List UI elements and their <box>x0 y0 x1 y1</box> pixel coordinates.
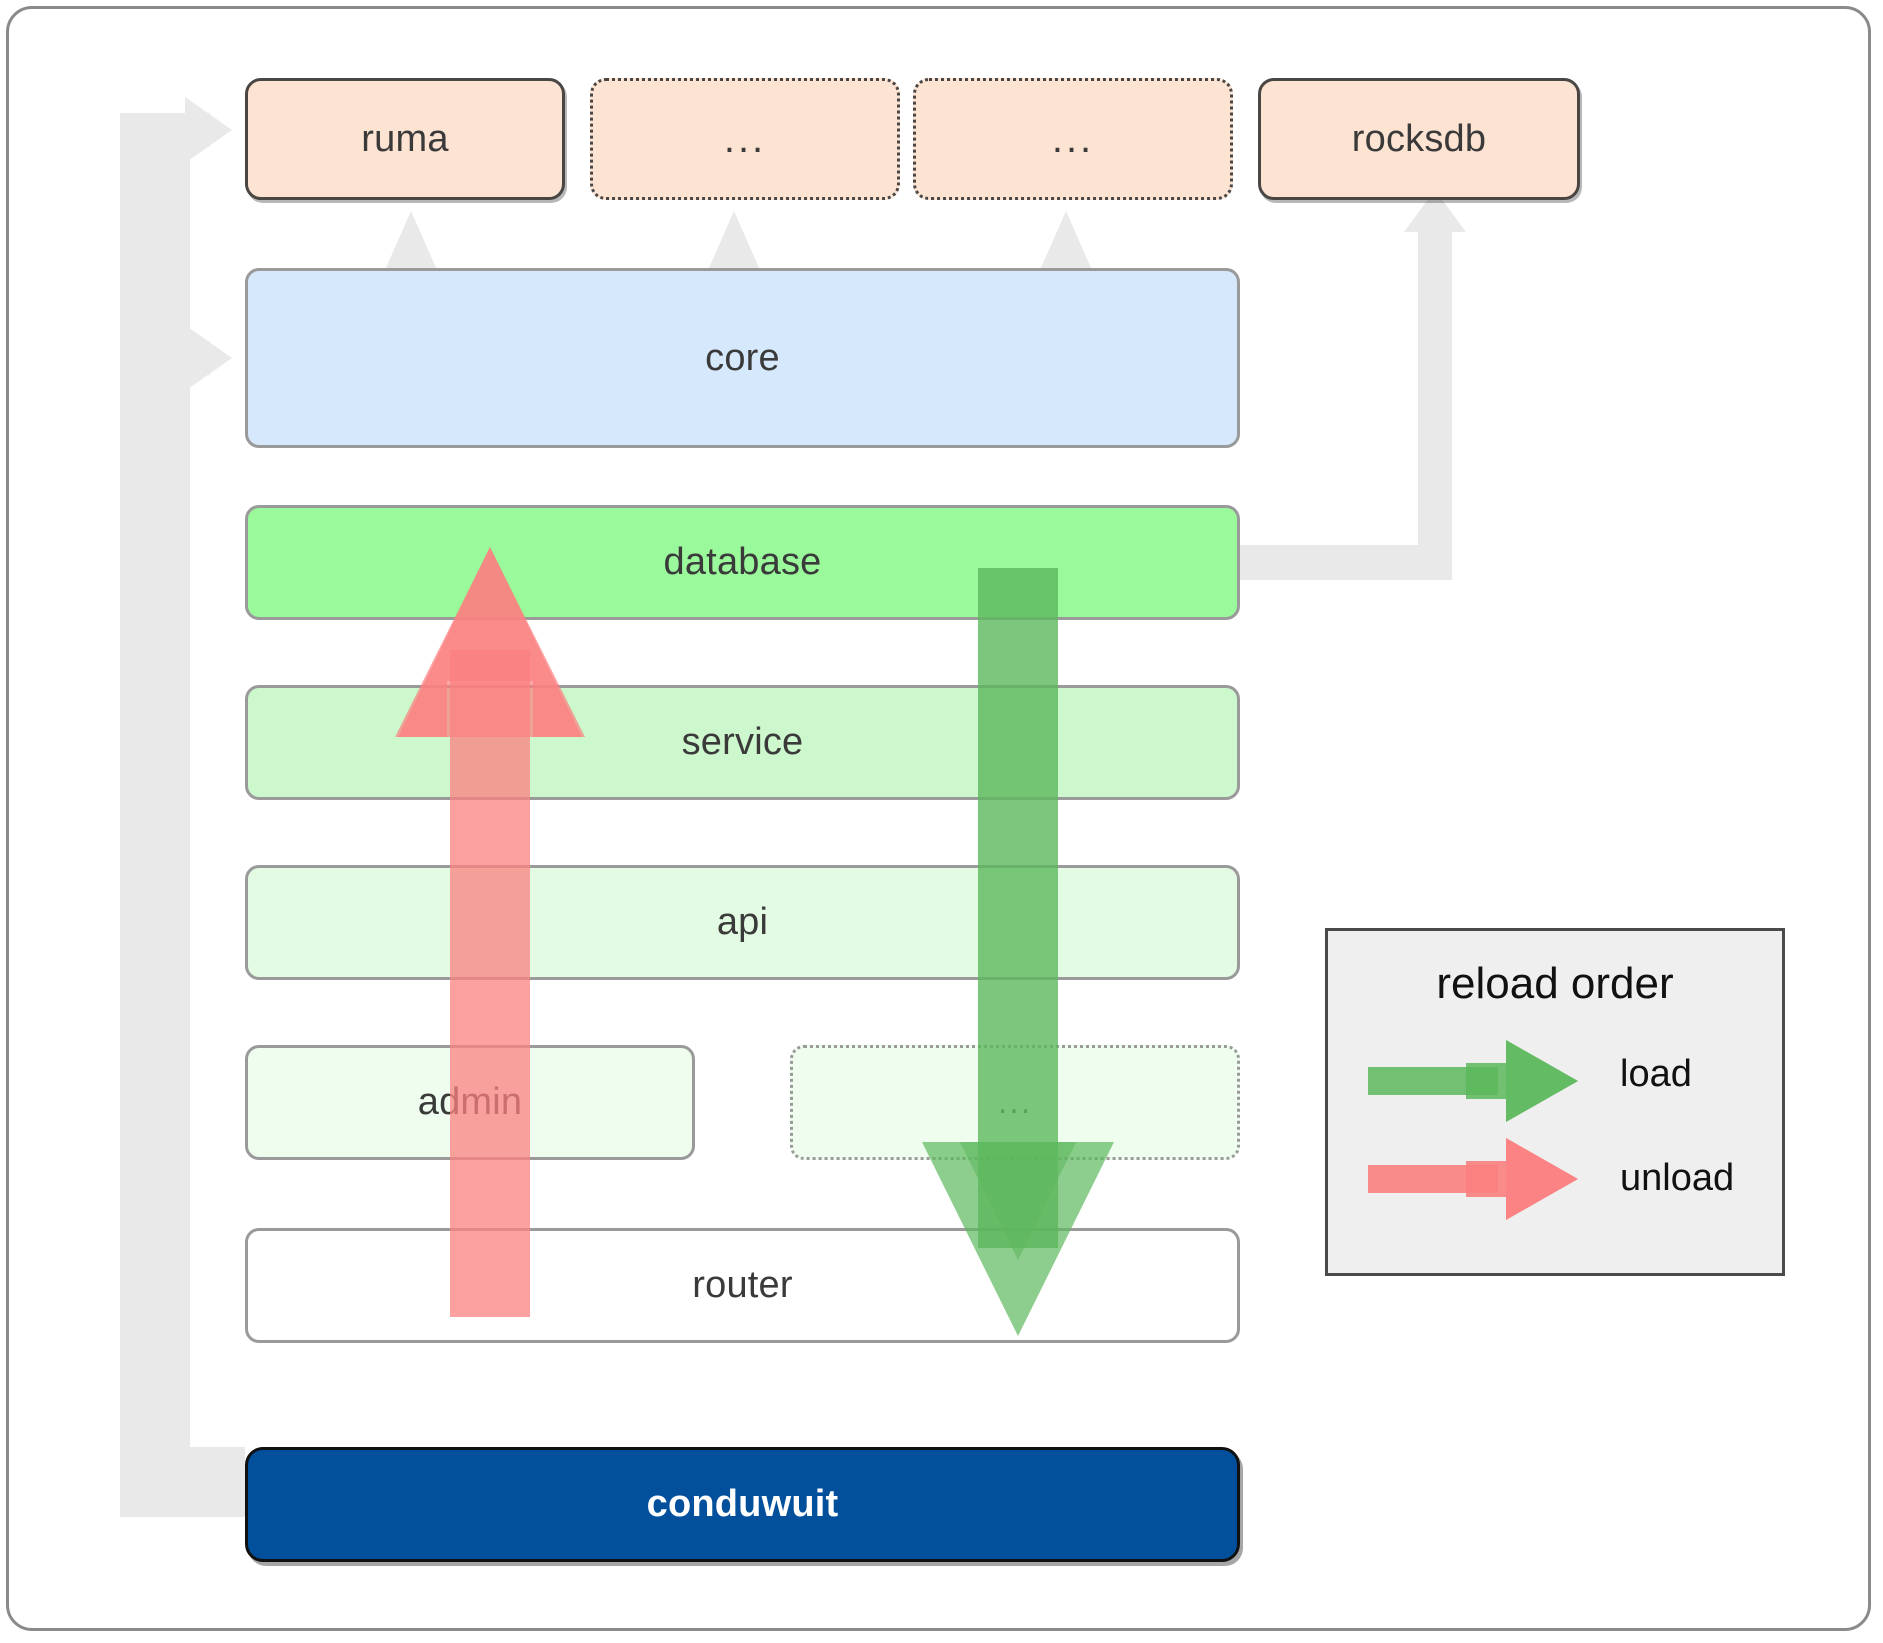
layer-label-database: database <box>663 541 822 583</box>
dep-label-ellipsis-2: ... <box>1051 117 1095 161</box>
legend-title: reload order <box>1436 959 1674 1008</box>
layer-service[interactable]: service <box>245 685 1240 800</box>
legend-arrows <box>1368 1040 1578 1220</box>
root-label-conduwuit: conduwuit <box>646 1483 839 1525</box>
dep-box-ruma[interactable]: ruma <box>245 78 565 200</box>
layer-label-api: api <box>716 901 769 943</box>
layer-label-router: router <box>692 1264 793 1306</box>
legend-label-load: load <box>1620 1053 1692 1095</box>
legend-panel: reload order load unload <box>1325 928 1785 1276</box>
layer-ellipsis[interactable]: ... <box>790 1045 1240 1160</box>
layer-admin[interactable]: admin <box>245 1045 695 1160</box>
dep-box-ellipsis-1[interactable]: ... <box>590 78 900 200</box>
dep-label-ruma: ruma <box>361 117 449 160</box>
legend-label-unload: unload <box>1620 1157 1735 1199</box>
layer-label-ellipsis: ... <box>997 1083 1033 1121</box>
legend-unload-arrow <box>1368 1138 1578 1220</box>
dep-box-rocksdb[interactable]: rocksdb <box>1258 78 1580 200</box>
dep-label-rocksdb: rocksdb <box>1351 117 1487 160</box>
layer-core[interactable]: core <box>245 268 1240 448</box>
legend-load-arrow <box>1368 1040 1578 1122</box>
layer-label-admin: admin <box>417 1081 523 1123</box>
layer-router[interactable]: router <box>245 1228 1240 1343</box>
layer-api[interactable]: api <box>245 865 1240 980</box>
dep-label-ellipsis-1: ... <box>723 117 767 161</box>
layer-label-core: core <box>705 336 780 379</box>
layer-label-service: service <box>681 721 804 763</box>
dep-box-ellipsis-2[interactable]: ... <box>913 78 1233 200</box>
root-box-conduwuit[interactable]: conduwuit <box>245 1447 1240 1562</box>
diagram-frame <box>6 6 1871 1631</box>
layer-database[interactable]: database <box>245 505 1240 620</box>
